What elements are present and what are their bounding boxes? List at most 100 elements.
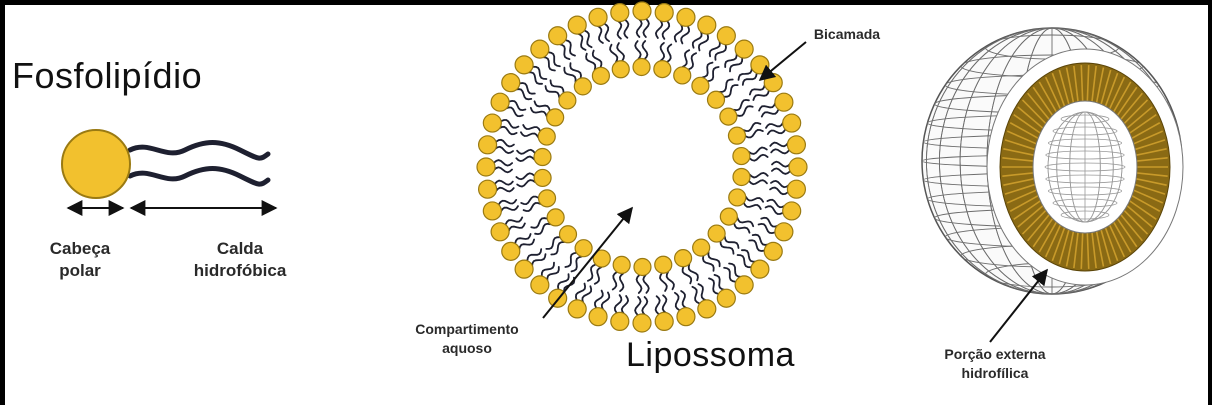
outer-tail: [598, 26, 603, 43]
inner-head: [560, 226, 577, 243]
inner-head: [547, 109, 564, 126]
inner-tail: [688, 53, 696, 69]
outer-tail: [771, 149, 789, 153]
inner-head: [592, 67, 609, 84]
outer-head: [483, 114, 501, 132]
outer-tail: [750, 85, 765, 95]
outer-head: [787, 180, 805, 198]
outer-tail: [532, 254, 545, 266]
inner-tail: [516, 157, 534, 162]
outer-head: [655, 4, 673, 22]
outer-head: [633, 314, 651, 332]
inner-head: [612, 61, 629, 78]
inner-tail: [516, 173, 534, 179]
outer-tail: [698, 284, 706, 300]
outer-head: [633, 2, 651, 20]
outer-head: [764, 242, 782, 260]
inner-tail: [660, 273, 667, 291]
inner-tail: [749, 180, 767, 184]
inner-tail: [744, 203, 761, 209]
outer-head: [589, 8, 607, 26]
liposome-title: Lipossoma: [626, 336, 795, 375]
outer-head: [491, 93, 509, 111]
outer-tail: [624, 20, 628, 38]
outer-head: [735, 40, 753, 58]
outer-tail: [772, 168, 790, 174]
inner-head: [692, 77, 709, 94]
inner-head: [720, 108, 737, 125]
aqueous-compartment-label-line2: aquoso: [392, 339, 542, 358]
outer-tail: [622, 296, 628, 314]
aqueous-compartment-label-line1: Compartimento: [392, 320, 542, 339]
inner-tail: [572, 257, 582, 272]
inner-tail: [734, 223, 749, 232]
inner-tail: [683, 50, 690, 67]
outer-head: [677, 8, 695, 26]
outer-tail: [656, 20, 662, 38]
outer-tail: [771, 181, 789, 187]
inner-tail: [517, 180, 535, 186]
outer-head: [783, 114, 801, 132]
outer-tail: [729, 264, 741, 277]
liposome-bilayer: [477, 2, 807, 332]
inner-tail: [546, 86, 560, 98]
outer-tail: [724, 268, 735, 282]
inner-head: [559, 92, 576, 109]
inner-tail: [635, 41, 641, 59]
outer-head: [568, 16, 586, 34]
inner-tail: [620, 273, 624, 291]
inner-head: [729, 189, 746, 206]
inner-tail: [737, 218, 753, 227]
outer-tail: [663, 295, 667, 313]
liposome-cross-section: [922, 28, 1183, 294]
heads-layer: [477, 2, 807, 332]
inner-tail: [749, 148, 767, 154]
outer-tail: [605, 24, 610, 41]
inner-head: [534, 169, 551, 186]
inner-head: [674, 67, 691, 84]
outer-tail: [743, 74, 757, 85]
inner-tail: [521, 132, 538, 137]
outer-head: [764, 74, 782, 92]
outer-head: [751, 260, 769, 278]
inner-head: [538, 128, 555, 145]
outer-head: [717, 27, 735, 45]
outer-tail: [543, 57, 555, 70]
inner-tail: [750, 155, 768, 161]
inner-head: [534, 149, 551, 166]
outer-head: [479, 136, 497, 154]
outer-tail: [768, 130, 785, 135]
bilayer-label: Bicamada: [787, 25, 907, 44]
inner-head: [675, 250, 692, 267]
outer-head: [789, 158, 807, 176]
inner-tail: [725, 236, 739, 248]
inner-head: [613, 256, 630, 273]
outer-tail: [681, 291, 686, 308]
outer-head: [698, 16, 716, 34]
outer-tail: [516, 89, 531, 99]
inner-head: [720, 208, 737, 225]
inner-head: [655, 256, 672, 273]
outer-tail: [643, 19, 649, 37]
outer-tail: [560, 44, 570, 59]
outer-head: [502, 242, 520, 260]
outer-tail: [642, 297, 647, 315]
outer-tail: [495, 147, 513, 153]
outer-tail: [759, 103, 775, 111]
outer-tail: [578, 34, 586, 50]
outer-tail: [519, 240, 534, 250]
inner-tail: [613, 272, 617, 290]
outer-head: [502, 74, 520, 92]
inner-head: [634, 258, 651, 275]
inner-tail: [661, 43, 665, 61]
inner-tail: [643, 41, 648, 59]
outer-tail: [499, 200, 516, 205]
outer-tail: [753, 91, 768, 100]
outer-tail: [692, 287, 699, 304]
inner-tail: [746, 197, 763, 202]
inner-head: [539, 190, 556, 207]
outer-head: [787, 136, 805, 154]
outer-tail: [770, 188, 788, 195]
outer-tail: [772, 162, 790, 167]
outer-head: [775, 93, 793, 111]
